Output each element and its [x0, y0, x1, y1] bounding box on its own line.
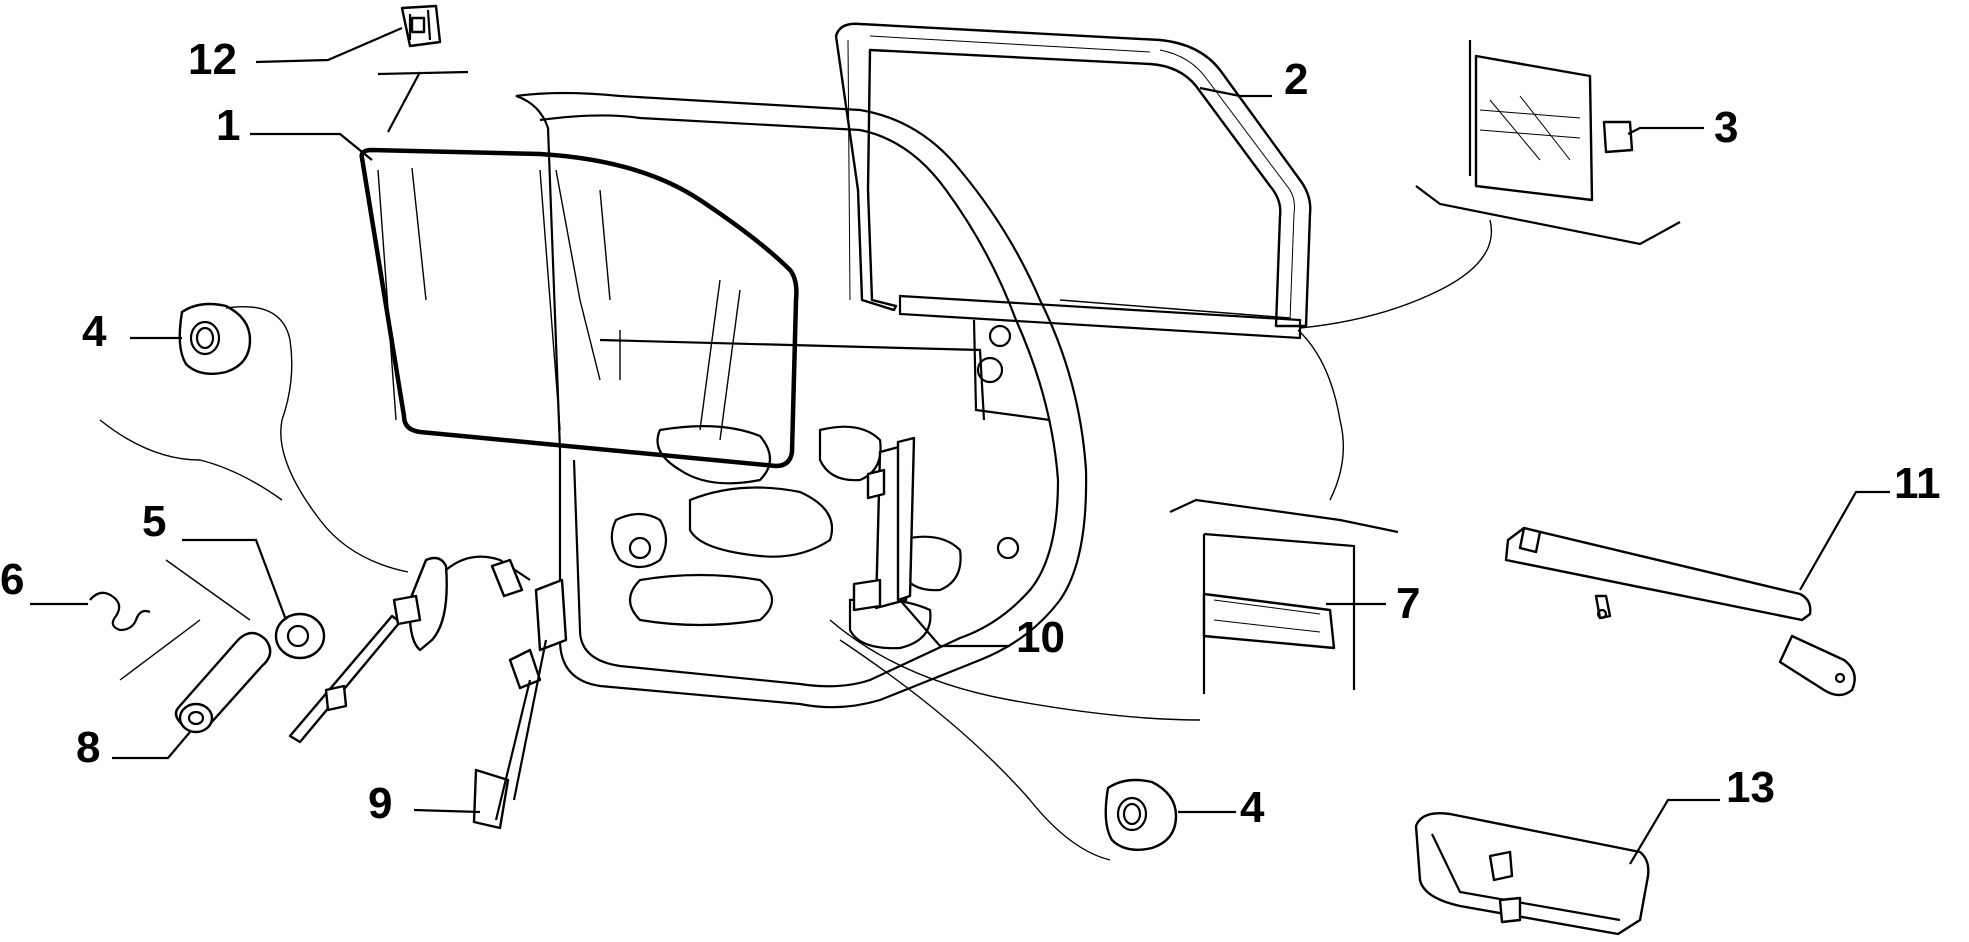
callout-9: 9	[368, 779, 392, 828]
callout-2: 2	[1284, 55, 1308, 104]
part-3-clip-detail	[1415, 40, 1681, 246]
part-4-grommet-lower	[1104, 778, 1178, 851]
callout-4-lower: 4	[1240, 783, 1265, 832]
part-8-winder-handle	[174, 631, 272, 734]
callout-12: 12	[188, 35, 237, 84]
callout-11: 11	[1894, 459, 1941, 508]
callout-3: 3	[1714, 103, 1738, 152]
part-2-frame-seal	[834, 22, 1312, 328]
callout-4-upper: 4	[82, 307, 107, 356]
callout-8: 8	[76, 723, 100, 772]
part-9-regulator	[288, 555, 568, 830]
part-6-spring-clip	[89, 591, 151, 632]
callout-6: 6	[0, 555, 24, 604]
part-10-run-channel	[852, 436, 916, 612]
callout-10: 10	[1016, 613, 1065, 662]
part-5-bushing	[274, 612, 326, 660]
context-curves	[99, 219, 1493, 861]
part-4-grommet-upper	[178, 302, 252, 375]
callout-1: 1	[216, 101, 240, 150]
door-shell	[515, 91, 1302, 709]
part-7-strip-detail	[1169, 498, 1399, 694]
part-12-clip	[400, 4, 442, 48]
part-13-cover	[1414, 812, 1650, 936]
callout-labels: 12 1 2 3 4 4 5 6 7 8 9 10 11 13	[0, 35, 1941, 832]
callout-7: 7	[1396, 579, 1420, 628]
part-1-window-glass	[359, 147, 799, 469]
part-11-bracket	[1504, 526, 1856, 697]
callout-5: 5	[142, 497, 166, 546]
callout-13: 13	[1726, 763, 1775, 812]
leader-lines	[30, 26, 1890, 865]
